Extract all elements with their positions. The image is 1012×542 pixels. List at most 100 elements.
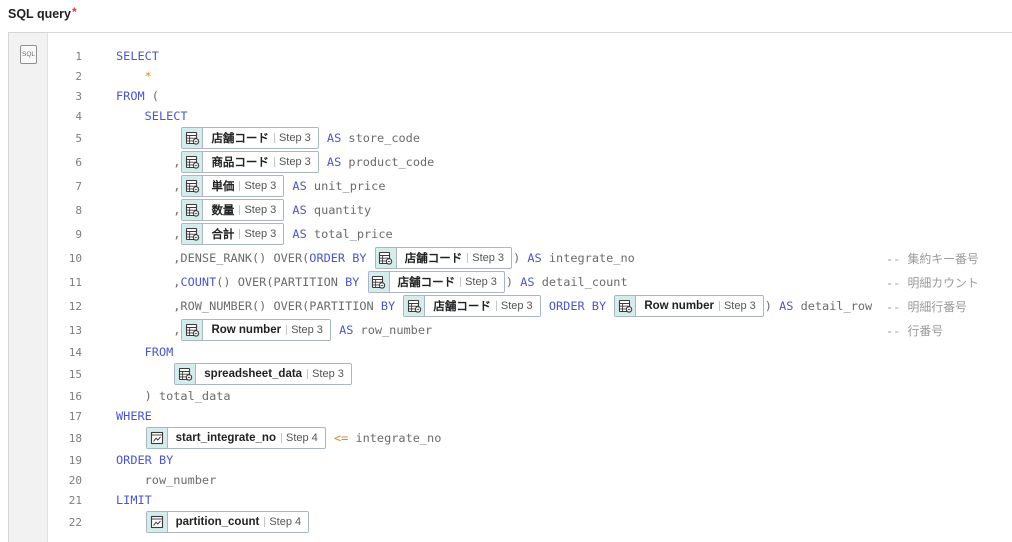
sql-keyword: AS: [326, 155, 342, 169]
sql-keyword: AS: [527, 251, 542, 265]
line-number: 5: [75, 131, 82, 145]
code-line[interactable]: SELECT: [116, 106, 1012, 126]
sql-text: total_price: [306, 227, 393, 241]
spreadsheet-icon: [175, 364, 197, 384]
sql-keyword: ORDER BY: [309, 251, 367, 265]
chip-label: Row number: [211, 324, 282, 336]
chip-step-badge: Step 3: [278, 132, 311, 144]
chip-label: start_integrate_no: [175, 432, 276, 444]
sql-keyword: BY: [380, 299, 396, 313]
sql-text: [116, 345, 145, 359]
spreadsheet-icon: [368, 272, 390, 292]
sql-text: ,: [116, 203, 181, 217]
sql-keyword: AS: [292, 227, 307, 241]
chip-step-badge: Step 3: [244, 180, 277, 192]
code-line[interactable]: FROM: [116, 342, 1012, 362]
sql-text: detail_row: [793, 299, 873, 313]
line-number: 9: [75, 227, 82, 241]
step-reference-chip[interactable]: Row number Step 3: [181, 319, 331, 341]
code-line[interactable]: row_number: [116, 470, 1012, 490]
sql-text: [395, 299, 402, 313]
chip-step-badge: Step 3: [244, 228, 277, 240]
sql-text: [285, 179, 292, 193]
chip-step-badge: Step 3: [472, 252, 505, 264]
sql-keyword: AS: [779, 299, 794, 313]
sql-comment: -- 集約キー番号: [886, 251, 979, 266]
chip-divider: [467, 253, 469, 263]
sql-keyword: SELECT: [116, 49, 159, 63]
chip-label: 数量: [211, 205, 235, 217]
line-number: 12: [68, 299, 82, 313]
chip-step-badge: Step 3: [291, 324, 323, 336]
line-number: 15: [68, 367, 82, 381]
sql-text: [327, 431, 334, 445]
sql-keyword: AS: [292, 179, 307, 193]
code-line[interactable]: LIMIT: [116, 490, 1012, 510]
sql-text: ) total_data: [116, 389, 231, 403]
line-number: 13: [68, 323, 82, 337]
spreadsheet-icon: [615, 296, 637, 316]
chip-label: 店舗コード: [433, 301, 491, 313]
sql-text: product_code: [341, 155, 435, 169]
sql-text: integrate_no: [348, 431, 442, 445]
sql-text: ,: [116, 227, 181, 241]
spreadsheet-icon: [182, 320, 204, 340]
line-number: 2: [75, 69, 82, 83]
variable-glyph: [150, 515, 163, 529]
sql-operator: *: [144, 69, 152, 83]
sql-text: (: [144, 89, 159, 103]
step-reference-chip[interactable]: 店舗コード Step 3: [367, 271, 505, 293]
variable-glyph: [150, 431, 163, 445]
line-number: 4: [75, 109, 82, 123]
code-line[interactable]: WHERE: [116, 406, 1012, 426]
chip-divider: [495, 301, 497, 311]
chip-step-badge: Step 3: [723, 300, 756, 312]
line-number: 17: [68, 409, 82, 423]
spreadsheet-icon: [182, 200, 204, 220]
chip-step-badge: Step 3: [465, 276, 497, 288]
code-line[interactable]: FROM (: [116, 86, 1012, 106]
code-line[interactable]: SELECT: [116, 46, 1012, 66]
line-number: 8: [75, 203, 82, 217]
sql-text: row_number: [116, 473, 217, 487]
sql-text: ,: [116, 179, 181, 193]
sql-query-label: SQL query*: [8, 4, 77, 24]
chip-divider: [286, 325, 288, 335]
line-number: 22: [68, 515, 82, 529]
line-number: 21: [68, 493, 82, 507]
spreadsheet-glyph: [185, 323, 200, 337]
sql-text: [116, 431, 145, 445]
code-line[interactable]: ORDER BY: [116, 450, 1012, 470]
sql-text: store_code: [341, 131, 420, 145]
sql-text: [542, 299, 549, 313]
chip-label: 店舗コード: [397, 277, 456, 289]
code-line[interactable]: *: [116, 66, 1012, 86]
code-line[interactable]: ) total_data: [116, 386, 1012, 406]
